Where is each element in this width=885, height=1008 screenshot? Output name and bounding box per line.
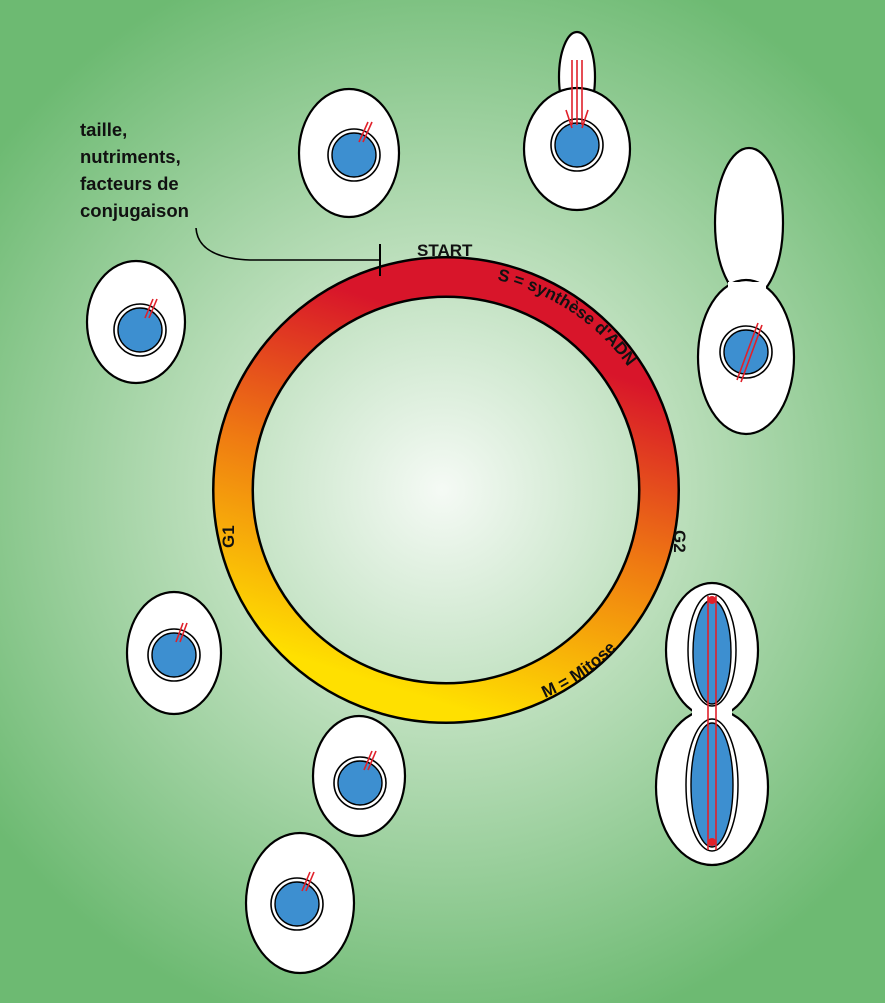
conditions-line-4: conjugaison: [80, 200, 189, 221]
yeast-cell-g1: [87, 261, 185, 383]
yeast-cell-start: [299, 89, 399, 217]
yeast-cell-daughter-3: [246, 833, 354, 973]
start-label: START: [417, 241, 473, 260]
yeast-cell-daughter-2: [313, 716, 405, 836]
conditions-line-1: taille,: [80, 119, 127, 140]
phase-g1-label: G1: [219, 525, 238, 548]
conditions-line-3: facteurs de: [80, 173, 179, 194]
conditions-line-2: nutriments,: [80, 146, 181, 167]
phase-g2-label: G2: [670, 530, 689, 553]
yeast-cell-daughter-1: [127, 592, 221, 714]
